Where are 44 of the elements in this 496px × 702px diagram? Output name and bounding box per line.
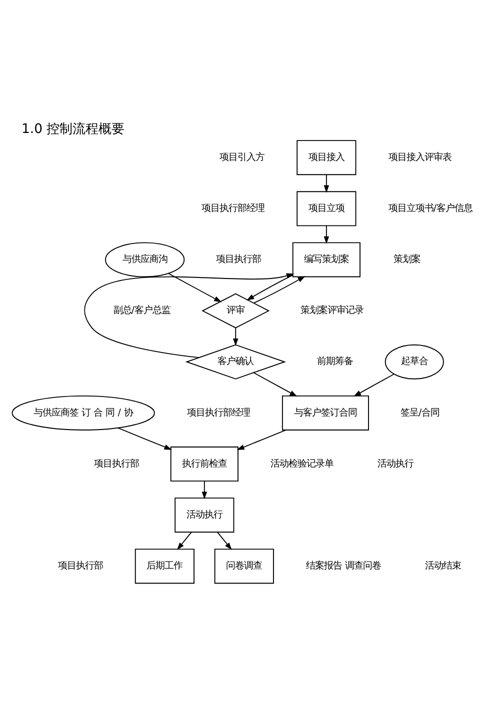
node-box: 后期工作 [134,548,194,584]
label: 前期筹备 [316,356,353,368]
node-box: 问卷调查 [214,548,274,584]
arrow [232,327,238,346]
arrow [324,174,330,193]
label: 项目执行部 [58,560,104,572]
label: 策划案评审记录 [300,305,364,316]
label: 项目立项书/客户信息 [388,203,473,214]
label: 结案报告 调查问卷 [306,560,381,572]
label: 项目执行部经理 [201,203,264,214]
arrow [246,274,294,300]
label: 项目执行部 [94,458,139,470]
node-box: 与客户签订合同 [282,395,369,430]
node-box: 项目立项 [296,191,356,226]
arrow [84,273,294,358]
label: 活动检验记录单 [270,458,334,470]
node-box: 执行前检查 [170,446,238,482]
node-ellipse: 与供应商沟 [105,242,185,278]
arrow [253,276,306,304]
node-diamond: 客户确认 [185,344,286,380]
arrow [202,480,208,500]
arrow [236,430,286,450]
node-box: 活动执行 [174,498,234,533]
node-ellipse: 与供应商签 订 合 同 / 协 [12,395,155,430]
diagram-title: 1.0 控制流程概要 [21,122,125,138]
node-box: 项目接入 [296,140,356,176]
label: 项目执行部经理 [187,407,250,418]
arrow [354,374,394,396]
arrow [324,225,330,244]
label: 活动执行 [377,458,414,470]
arrow [216,532,232,550]
label: 项目接入评审表 [388,152,452,163]
arrow [176,532,192,550]
arrow [253,372,298,397]
node-ellipse: 起草合 [384,344,444,380]
label: 活动结束 [424,560,461,572]
label: 签呈/合同 [400,407,440,418]
label: 项目引入方 [220,152,265,163]
node-box: 编写策划案 [292,242,360,278]
label: 项目执行部 [216,254,261,266]
arrow [118,428,172,450]
label: 策划案 [393,254,420,266]
label: 副总/客户总监 [113,305,171,316]
arrow [168,273,222,302]
